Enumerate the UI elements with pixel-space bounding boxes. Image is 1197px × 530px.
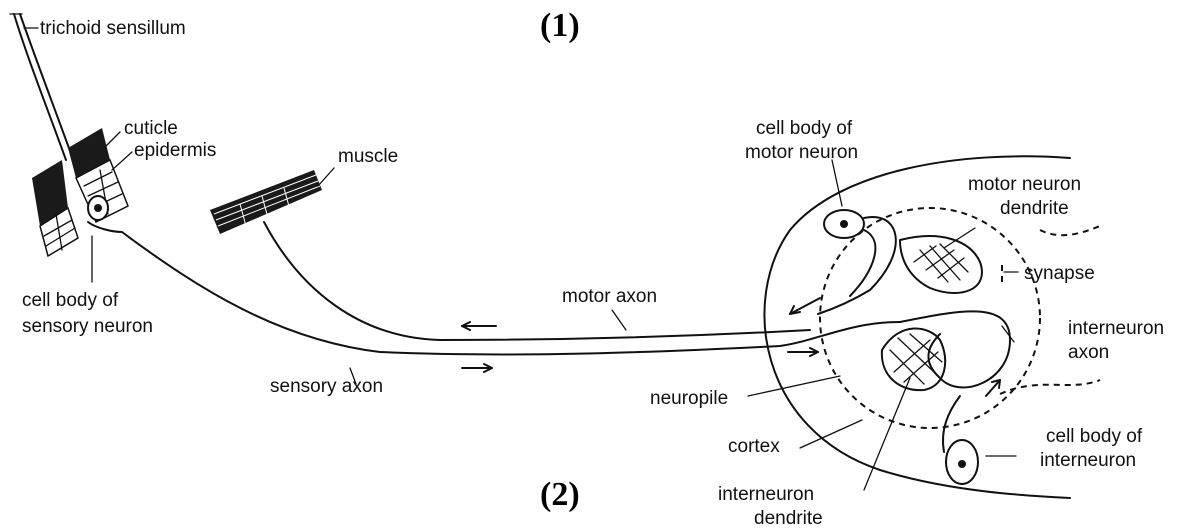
motor-axon-label: motor axon xyxy=(562,286,657,307)
interneuron-cell-body-label-2: interneuron xyxy=(1040,450,1136,471)
motor-dendrite-label-2: dendrite xyxy=(1000,198,1069,219)
panel-2-label: (2) xyxy=(540,476,580,513)
sensory-axon-label: sensory axon xyxy=(270,376,383,397)
cuticle-label: cuticle xyxy=(124,118,178,139)
sensillum-structure xyxy=(10,14,128,256)
motor-dendrite-label-1: motor neuron xyxy=(968,174,1081,195)
neuropile-boundary xyxy=(820,208,1040,428)
neuropile-label: neuropile xyxy=(650,388,728,409)
interneuron-cell-body-label-1: cell body of xyxy=(1046,426,1143,447)
interneuron-dendrite-label-2: dendrite xyxy=(754,508,823,529)
interneuron-dendrite-label-1: interneuron xyxy=(718,484,814,505)
cortex-label: cortex xyxy=(728,436,780,457)
direction-arrows xyxy=(462,298,1000,396)
synapse-label: synapse xyxy=(1024,263,1095,284)
motor-axon xyxy=(264,222,810,340)
interneuron-axon-label-2: axon xyxy=(1068,342,1109,363)
sensory-cell-body-label-1: cell body of xyxy=(22,290,119,311)
motor-cell-body-label-1: cell body of xyxy=(756,118,853,139)
motor-cell-body-label-2: motor neuron xyxy=(745,142,858,163)
epidermis-label: epidermis xyxy=(134,140,216,161)
leader-lines xyxy=(24,28,1018,490)
interneuron-axon-label-1: interneuron xyxy=(1068,318,1164,339)
muscle-label: muscle xyxy=(338,146,398,167)
cuticle-left xyxy=(32,160,68,226)
sensory-axon xyxy=(122,232,900,354)
panel-1-label: (1) xyxy=(540,7,580,44)
sensory-cell-body-label-2: sensory neuron xyxy=(22,316,153,337)
trichoid-sensillum-label: trichoid sensillum xyxy=(40,18,186,39)
